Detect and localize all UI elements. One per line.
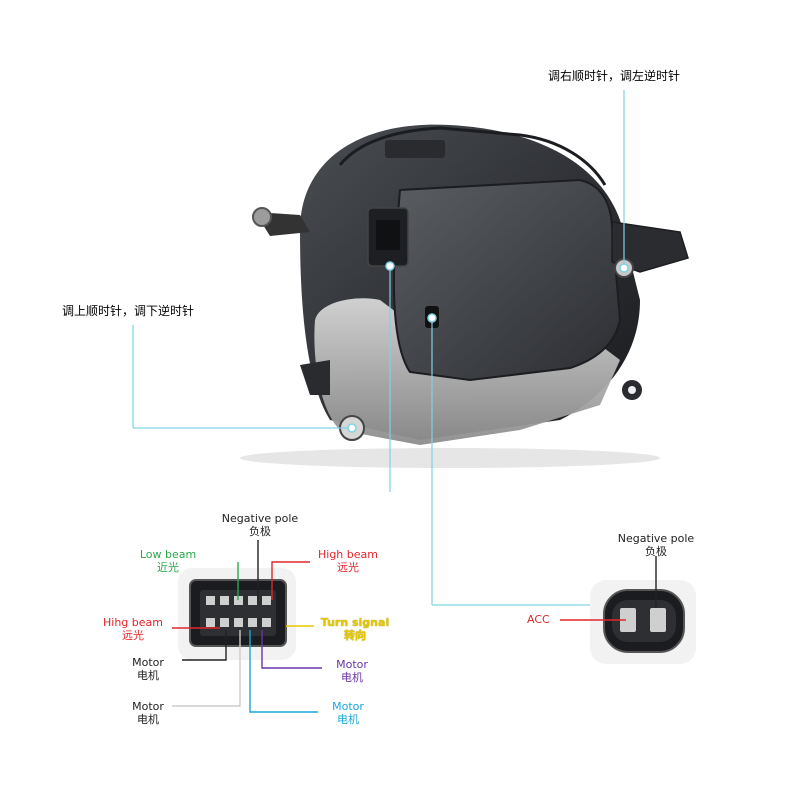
headlight-illustration — [240, 124, 689, 468]
motor-cyan-label: Motor 电机 — [318, 700, 378, 726]
left-adjust-annotation: 调上顺时针，调下逆时针 — [62, 304, 195, 318]
high-beam-en: High beam — [318, 548, 378, 561]
motor-bottom-left-en: Motor — [132, 700, 164, 713]
motor-purple-label: Motor 电机 — [322, 658, 382, 684]
motor-cyan-en: Motor — [332, 700, 364, 713]
negative-pole-acc-en: Negative pole — [617, 532, 695, 545]
negative-pole-label-acc: Negative pole 负极 — [606, 532, 706, 558]
motor-purple-cn: 电机 — [341, 671, 363, 684]
turn-signal-cn: 转向 — [344, 629, 366, 642]
negative-pole-en: Negative pole — [221, 512, 299, 525]
hihg-beam-cn: 远光 — [122, 629, 144, 642]
low-beam-label: Low beam 近光 — [128, 548, 208, 574]
negative-pole-label-main: Negative pole 负极 — [210, 512, 310, 538]
motor-cyan-cn: 电机 — [337, 713, 359, 726]
motor-left-cn: 电机 — [137, 669, 159, 682]
hihg-beam-en: Hihg beam — [103, 616, 163, 629]
right-adjust-annotation: 调右顺时针，调左逆时针 — [548, 69, 681, 83]
low-beam-en: Low beam — [139, 548, 197, 561]
turn-signal-label: Turn signal 转向 — [314, 616, 396, 642]
turn-signal-en: Turn signal — [320, 616, 390, 629]
hihg-beam-label: Hihg beam 远光 — [94, 616, 172, 642]
negative-pole-cn: 负极 — [249, 525, 271, 538]
motor-left-label: Motor 电机 — [118, 656, 178, 682]
high-beam-cn: 远光 — [337, 561, 359, 574]
motor-bottom-left-label: Motor 电机 — [118, 700, 178, 726]
acc-label: ACC — [527, 613, 550, 626]
motor-bottom-left-cn: 电机 — [137, 713, 159, 726]
high-beam-label: High beam 远光 — [308, 548, 388, 574]
negative-pole-acc-cn: 负极 — [645, 545, 667, 558]
low-beam-cn: 近光 — [157, 561, 179, 574]
motor-purple-en: Motor — [336, 658, 368, 671]
motor-left-en: Motor — [132, 656, 164, 669]
